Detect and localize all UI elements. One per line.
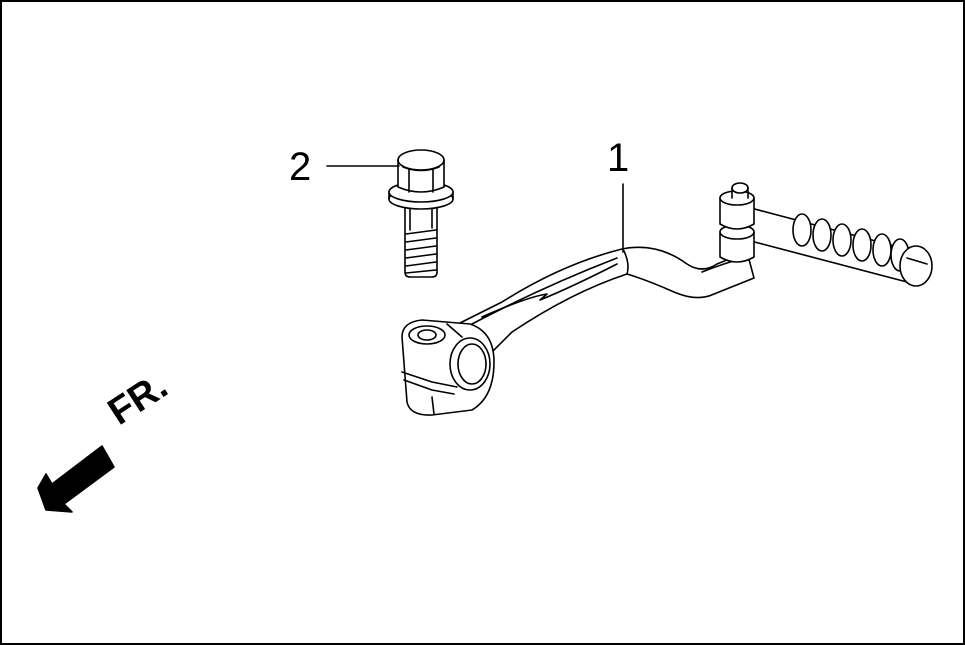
kick-starter-lever-icon — [401, 182, 933, 416]
callout-number-2: 2 — [289, 145, 312, 189]
front-direction-arrow-icon — [37, 445, 115, 513]
flange-bolt-icon — [388, 149, 454, 278]
callout-number-1: 1 — [607, 136, 630, 180]
